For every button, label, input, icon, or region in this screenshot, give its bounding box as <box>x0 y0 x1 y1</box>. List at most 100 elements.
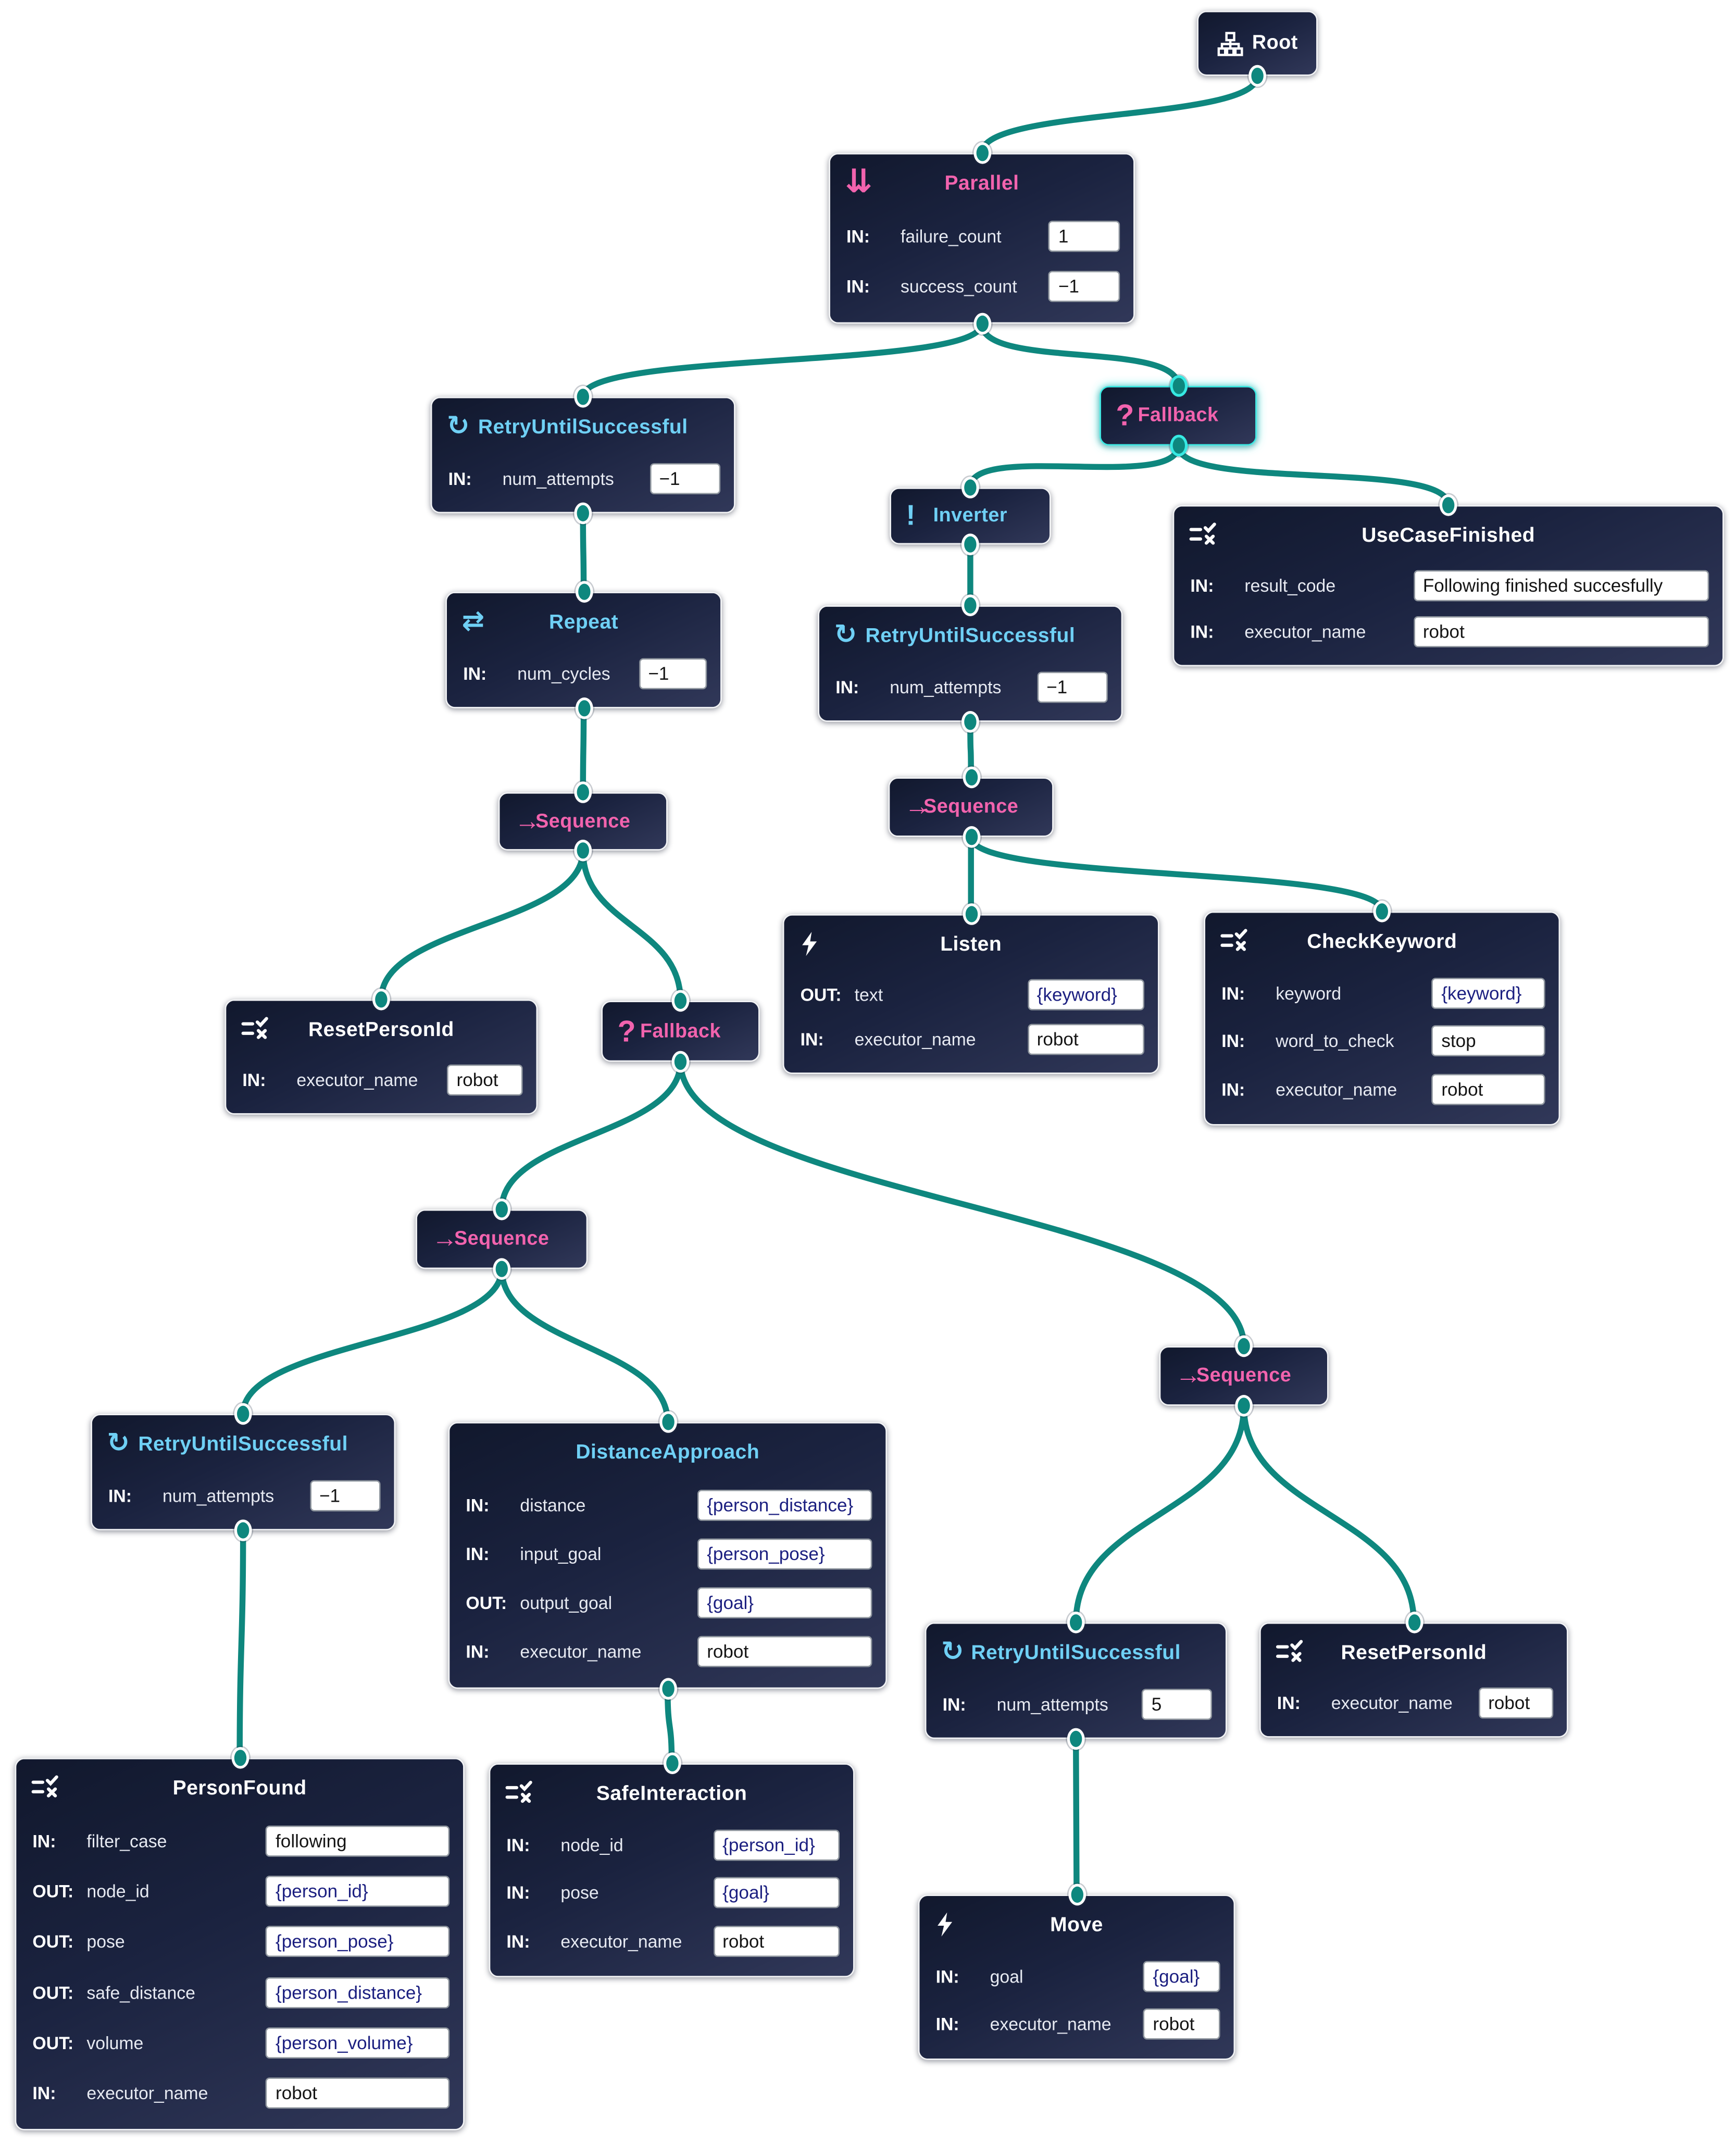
list-check-cross-icon <box>1276 1639 1304 1665</box>
input-port-fallback_top[interactable] <box>1169 375 1187 397</box>
input-port-seq_m[interactable] <box>962 766 980 789</box>
output-port-parallel[interactable] <box>973 313 991 335</box>
input-port-seq_l2[interactable] <box>493 1199 511 1220</box>
retry3-num_attempts-input[interactable]: −1 <box>309 1479 381 1511</box>
node-title: Sequence <box>454 1228 549 1250</box>
input-port-dista[interactable] <box>658 1411 677 1433</box>
node-title: Inverter <box>933 505 1008 527</box>
edge-seq_l2-to-dista <box>498 1266 671 1425</box>
input-port-move[interactable] <box>1068 1884 1085 1906</box>
node-root[interactable]: Root <box>1197 10 1318 76</box>
checkkw-executor_name-input[interactable]: robot <box>1432 1074 1545 1105</box>
reset1-executor_name-input[interactable]: robot <box>447 1064 523 1096</box>
output-port-fallback_top[interactable] <box>1169 434 1187 457</box>
input-port-reset1[interactable] <box>372 988 390 1011</box>
port-direction-label: OUT: <box>32 1881 74 1902</box>
input-port-safeint[interactable] <box>663 1752 681 1774</box>
input-port-seq_l1[interactable] <box>574 781 592 803</box>
safeint-executor_name-input[interactable]: robot <box>713 1925 840 1957</box>
input-port-seq_r[interactable] <box>1235 1335 1253 1357</box>
listen-text-input[interactable]: {keyword} <box>1027 979 1144 1011</box>
input-port-listen[interactable] <box>962 903 980 925</box>
input-port-reset2[interactable] <box>1405 1612 1423 1633</box>
port-direction-label: IN: <box>846 226 870 247</box>
repeat-num_cycles-input[interactable]: −1 <box>639 657 707 689</box>
input-port-retry4[interactable] <box>1067 1612 1085 1633</box>
input-port-personfound[interactable] <box>231 1747 249 1769</box>
input-port-checkkw[interactable] <box>1373 900 1391 922</box>
exclamation-icon: ! <box>906 500 916 532</box>
personfound-safe_distance-input[interactable]: {person_distance} <box>266 1976 450 2008</box>
personfound-executor_name-input[interactable]: robot <box>266 2077 450 2109</box>
port-name-label: safe_distance <box>86 1982 196 2003</box>
output-port-seq_r[interactable] <box>1235 1395 1253 1417</box>
output-port-dista[interactable] <box>658 1678 677 1700</box>
checkkw-keyword-input[interactable]: {keyword} <box>1432 978 1545 1009</box>
personfound-volume-input[interactable]: {person_volume} <box>266 2027 450 2059</box>
retry1-num_attempts-input[interactable]: −1 <box>650 462 721 494</box>
input-port-retry3[interactable] <box>234 1403 252 1425</box>
input-port-inverter[interactable] <box>961 477 979 498</box>
input-port-retry2[interactable] <box>961 594 979 616</box>
dista-input_goal-input[interactable]: {person_pose} <box>697 1538 872 1570</box>
dista-executor_name-input[interactable]: robot <box>697 1636 872 1668</box>
node-title: DistanceApproach <box>576 1440 760 1464</box>
output-port-inverter[interactable] <box>961 533 979 555</box>
arrow-right-icon: → <box>432 1225 458 1254</box>
output-port-repeat[interactable] <box>574 697 593 719</box>
personfound-pose-input[interactable]: {person_pose} <box>266 1926 450 1958</box>
port-row-num_attempts: IN:num_attempts−1 <box>835 664 1108 709</box>
safeint-pose-input[interactable]: {goal} <box>713 1877 840 1909</box>
retry2-num_attempts-input[interactable]: −1 <box>1036 671 1108 703</box>
output-port-retry2[interactable] <box>961 711 979 733</box>
output-port-seq_l1[interactable] <box>574 840 592 862</box>
personfound-node_id-input[interactable]: {person_id} <box>266 1876 450 1907</box>
personfound-filter_case-input[interactable]: following <box>266 1826 450 1857</box>
port-direction-label: OUT: <box>466 1592 507 1613</box>
move-executor_name-input[interactable]: robot <box>1143 2008 1220 2040</box>
safeint-node_id-input[interactable]: {person_id} <box>713 1830 840 1861</box>
input-port-parallel[interactable] <box>973 142 991 164</box>
output-port-seq_l2[interactable] <box>493 1258 511 1280</box>
usecase-executor_name-input[interactable]: robot <box>1413 616 1709 647</box>
parallel-failure_count-input[interactable]: 1 <box>1048 220 1120 252</box>
input-port-retry1[interactable] <box>574 386 592 408</box>
checkkw-word_to_check-input[interactable]: stop <box>1432 1026 1545 1057</box>
usecase-result_code-input[interactable]: Following finished succesfully <box>1413 570 1709 602</box>
listen-executor_name-input[interactable]: robot <box>1027 1024 1144 1055</box>
input-port-fallback_mid[interactable] <box>671 990 690 1012</box>
reset2-executor_name-input[interactable]: robot <box>1478 1687 1554 1719</box>
port-name-label: text <box>854 984 883 1005</box>
output-port-fallback_mid[interactable] <box>671 1051 690 1073</box>
dista-distance-input[interactable]: {person_distance} <box>697 1489 872 1520</box>
dista-output_goal-input[interactable]: {goal} <box>697 1587 872 1619</box>
output-port-retry4[interactable] <box>1067 1728 1085 1750</box>
port-name-label: num_attempts <box>163 1485 274 1505</box>
input-port-repeat[interactable] <box>574 581 593 603</box>
move-goal-input[interactable]: {goal} <box>1143 1961 1220 1992</box>
output-port-retry3[interactable] <box>234 1519 252 1541</box>
parallel-success_count-input[interactable]: −1 <box>1048 271 1120 302</box>
retry4-num_attempts-input[interactable]: 5 <box>1142 1688 1212 1719</box>
input-port-usecase[interactable] <box>1439 494 1457 516</box>
output-port-retry1[interactable] <box>574 502 592 525</box>
edge-seq_m-to-checkkw <box>968 834 1385 915</box>
output-port-root[interactable] <box>1248 65 1266 87</box>
output-port-seq_m[interactable] <box>962 826 980 848</box>
